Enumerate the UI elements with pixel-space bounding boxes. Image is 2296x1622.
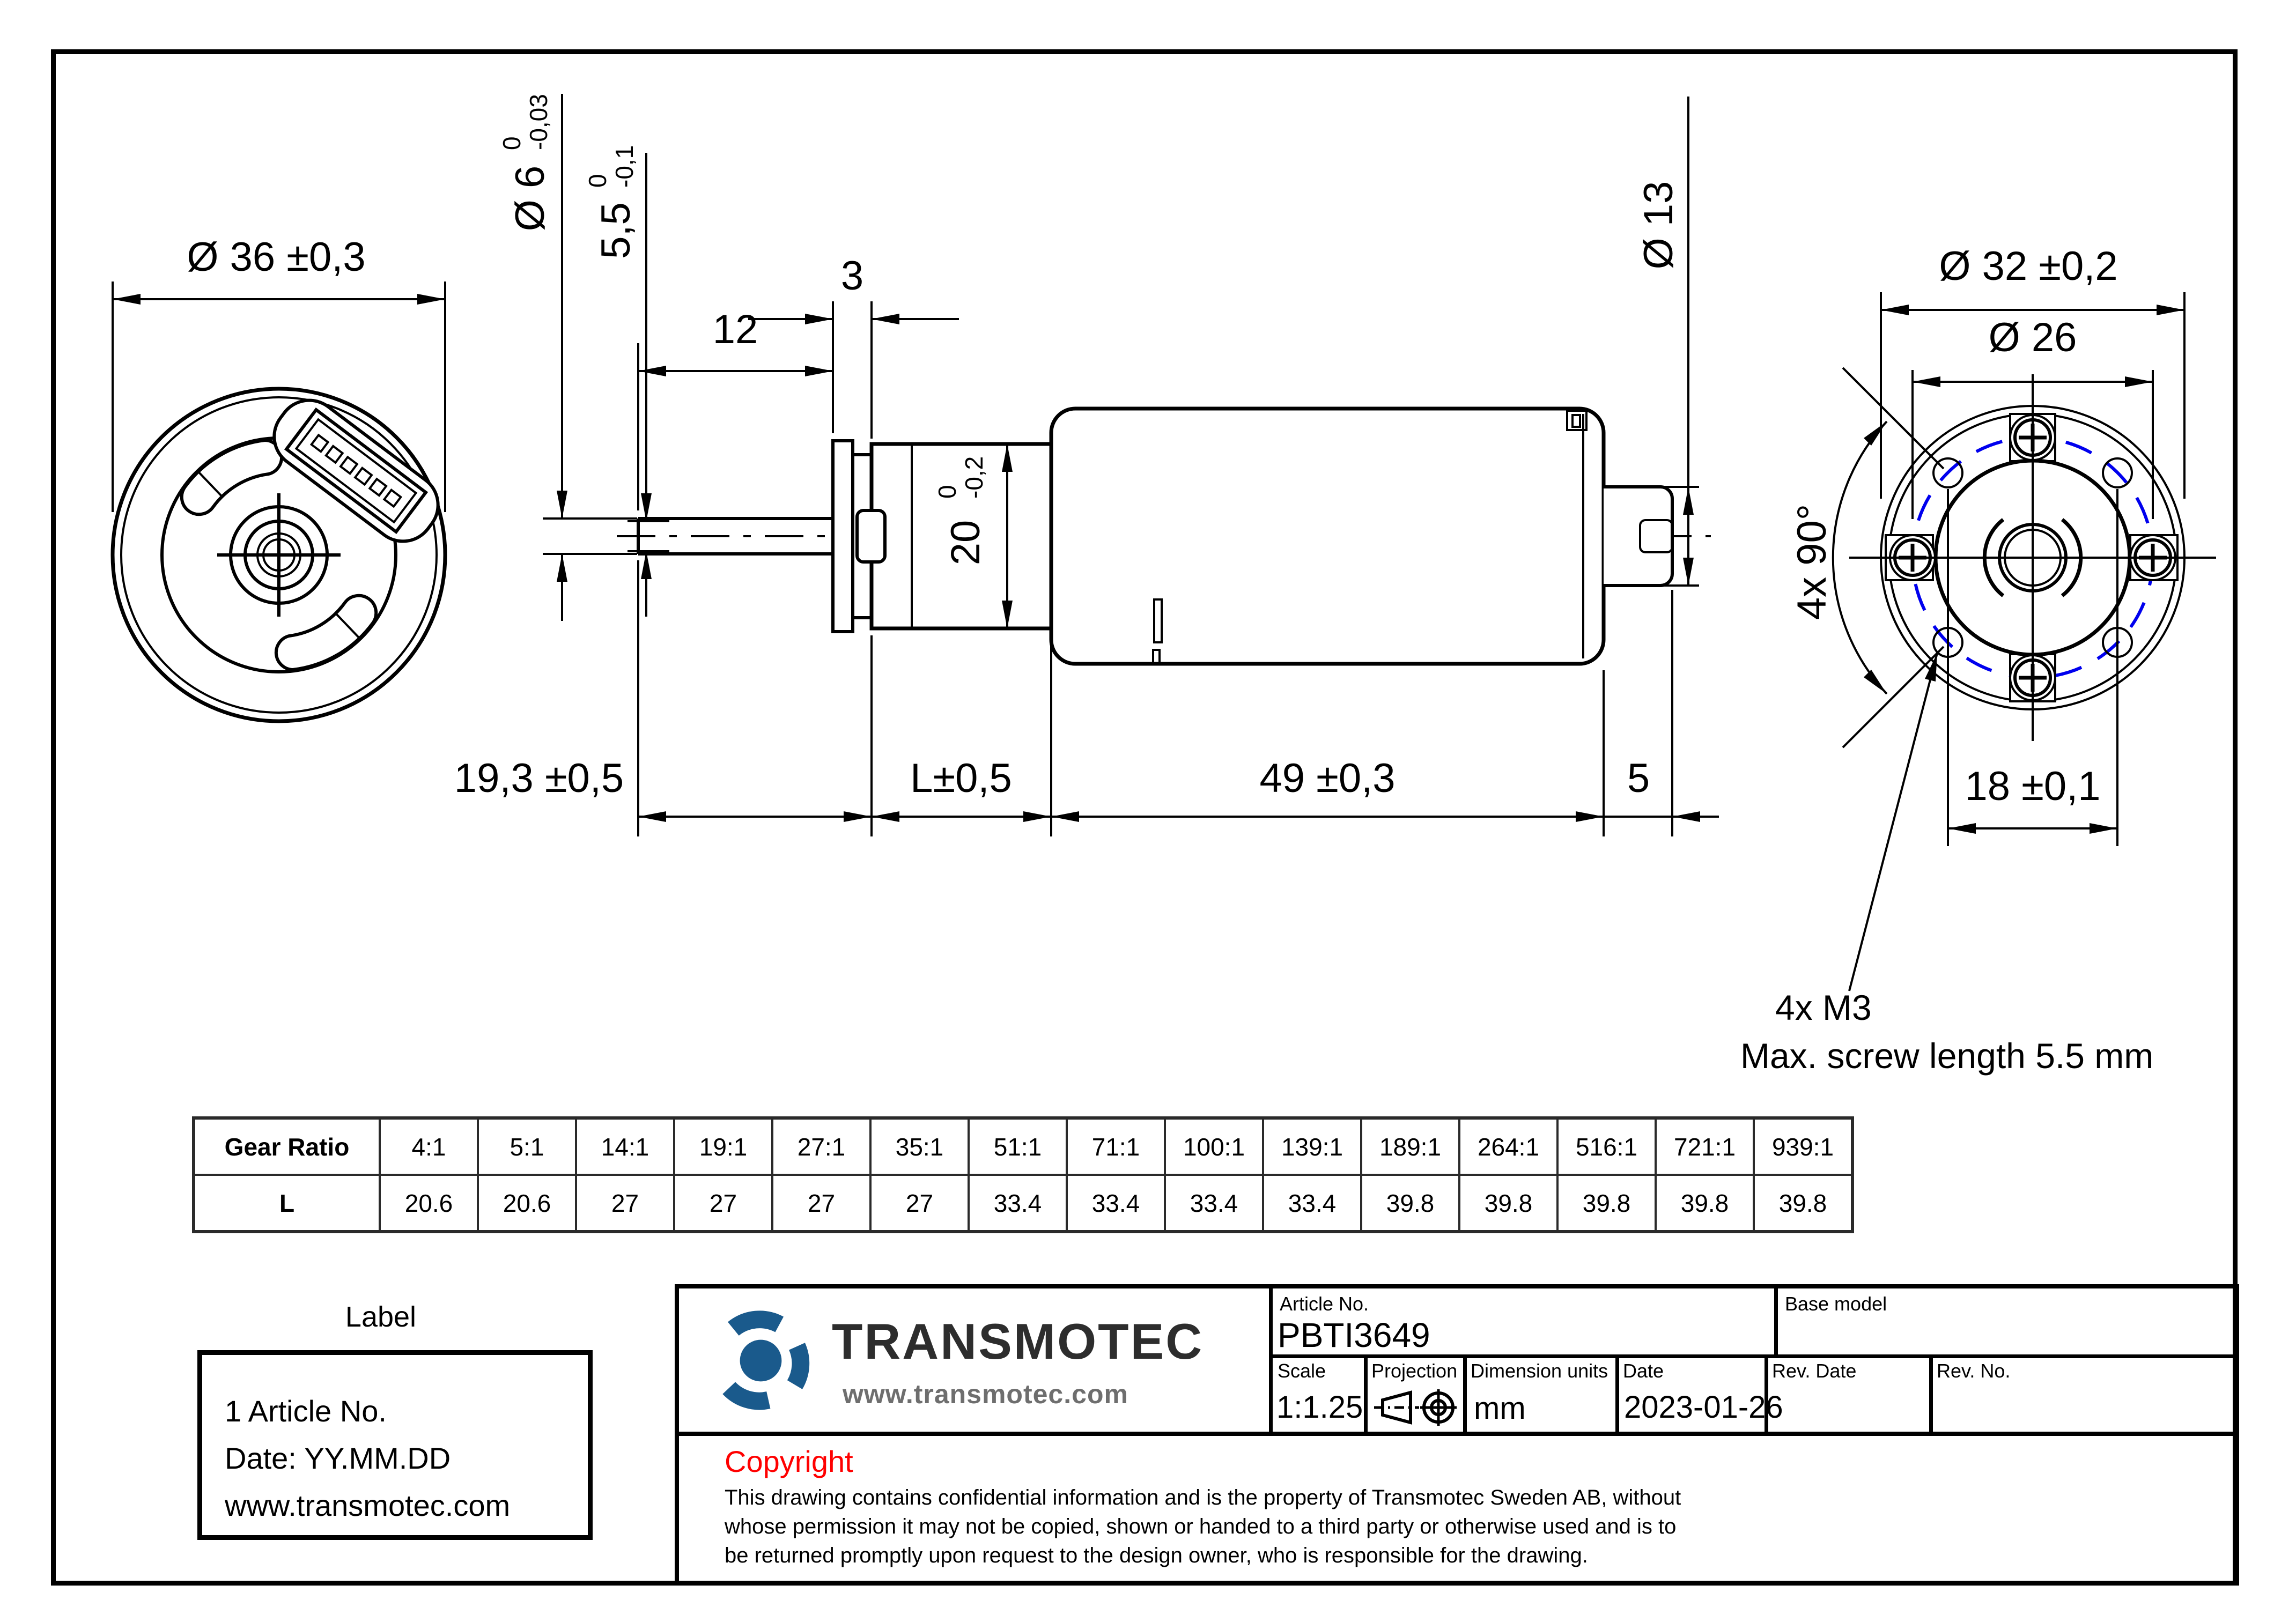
- gear-length-cell: 33.4: [1262, 1174, 1362, 1233]
- connector: [272, 398, 440, 543]
- gear-ratio-cell: 71:1: [1066, 1117, 1166, 1176]
- gear-length-cell: 33.4: [968, 1174, 1068, 1233]
- gear-ratio-cell: 721:1: [1655, 1117, 1755, 1176]
- gear-ratio-cell: 139:1: [1262, 1117, 1362, 1176]
- gear-length-cell: 33.4: [1066, 1174, 1166, 1233]
- dim-label-d193: 19,3 ±0,5: [454, 756, 624, 801]
- gear-length-cell: 27: [771, 1174, 872, 1233]
- dim-label-d18: 18 ±0,1: [1965, 764, 2100, 809]
- brand-website: www.transmotec.com: [843, 1379, 1128, 1409]
- m3-hole: [1932, 457, 1963, 488]
- dim-tol-d55-lower: -0,1: [610, 145, 638, 188]
- gear-length-cell: 39.8: [1753, 1174, 1854, 1233]
- gear-length-cell: 33.4: [1164, 1174, 1264, 1233]
- rear-slot: [180, 438, 284, 516]
- dim-label-d13: Ø 13: [1636, 181, 1681, 270]
- gear-length-cell: 39.8: [1360, 1174, 1460, 1233]
- gear-ratio-cell: 939:1: [1753, 1117, 1854, 1176]
- gear-ratio-header: Gear Ratio: [193, 1117, 381, 1176]
- gear-length-cell: 39.8: [1458, 1174, 1559, 1233]
- gear-length-header: L: [193, 1174, 381, 1233]
- dim-tol-d55-upper: 0: [584, 174, 611, 188]
- dim-label-d32: Ø 32 ±0,2: [1939, 243, 2117, 289]
- article-no-value: PBTI3649: [1278, 1316, 1430, 1354]
- dim-tol-d20-upper: 0: [933, 485, 961, 499]
- rear-view: [110, 387, 447, 723]
- gear-ratio-cell: 264:1: [1458, 1117, 1559, 1176]
- connector-pins: [309, 433, 403, 508]
- gear-length-cell: 20.6: [379, 1174, 479, 1233]
- gear-ratio-cell: 5:1: [477, 1117, 577, 1176]
- date-label: Date: [1623, 1360, 1664, 1382]
- dim-label-d26: Ø 26: [1989, 315, 2077, 360]
- article-no-label: Article No.: [1280, 1293, 1369, 1315]
- rear-slot: [274, 594, 378, 672]
- dim-label-d90: 4x 90°: [1789, 504, 1835, 620]
- gear-ratio-cell: 4:1: [379, 1117, 479, 1176]
- gear-ratio-cell: 189:1: [1360, 1117, 1460, 1176]
- dim-label-d3: 3: [841, 253, 863, 299]
- scale-value: 1:1.25: [1276, 1390, 1363, 1425]
- note-m3-line2: Max. screw length 5.5 mm: [1740, 1036, 2153, 1076]
- label-line-date: Date: YY.MM.DD: [225, 1441, 451, 1475]
- dim-label-d36: Ø 36 ±0,3: [187, 234, 365, 280]
- dimensions: Ø 36 ±0,3 Ø 6 0 -0,03 5,5 0 -0,1: [112, 94, 2186, 1076]
- label-line-article: 1 Article No.: [225, 1394, 387, 1428]
- gear-ratio-cell: 35:1: [869, 1117, 970, 1176]
- gear-length-cell: 20.6: [477, 1174, 577, 1233]
- m3-hole: [2102, 457, 2133, 488]
- first-angle-projection-icon: [1374, 1389, 1457, 1426]
- gear-ratio-cell: 100:1: [1164, 1117, 1264, 1176]
- base-model-label: Base model: [1785, 1293, 1887, 1315]
- label-title: Label: [345, 1301, 417, 1333]
- dim-label-d6: Ø 6: [507, 166, 553, 232]
- dim-label-d12: 12: [713, 307, 758, 352]
- copyright-line: This drawing contains confidential infor…: [725, 1486, 1681, 1509]
- gear-length-cell: 27: [869, 1174, 970, 1233]
- gear-ratio-cell: 516:1: [1556, 1117, 1657, 1176]
- gear-length-cell: 39.8: [1655, 1174, 1755, 1233]
- dim-label-dL: L±0,5: [910, 756, 1012, 801]
- dim-tol-d6-upper: 0: [498, 136, 526, 150]
- units-label: Dimension units: [1471, 1360, 1608, 1382]
- dim-label-d20: 20: [943, 520, 988, 566]
- dim-tol-d20-lower: -0,2: [960, 456, 988, 499]
- gear-ratio-cell: 27:1: [771, 1117, 872, 1176]
- gear-length-cell: 27: [673, 1174, 773, 1233]
- gear-ratio-cell: 19:1: [673, 1117, 773, 1176]
- date-value: 2023-01-26: [1624, 1390, 1783, 1425]
- copyright-title: Copyright: [725, 1445, 853, 1478]
- side-view: [617, 406, 1711, 666]
- dim-label-d5: 5: [1627, 756, 1650, 801]
- label-line-url: www.transmotec.com: [225, 1488, 511, 1522]
- gear-ratio-cell: 51:1: [968, 1117, 1068, 1176]
- transmotec-logo-icon: [722, 1310, 810, 1410]
- projection-label: Projection: [1371, 1360, 1458, 1382]
- title-block: TRANSMOTEC www.transmotec.com Article No…: [675, 1284, 2239, 1586]
- dim-label-d49: 49 ±0,3: [1259, 756, 1395, 801]
- gear-length-cell: 39.8: [1556, 1174, 1657, 1233]
- scale-label: Scale: [1278, 1360, 1326, 1382]
- gear-length-cell: 27: [575, 1174, 675, 1233]
- rev-date-label: Rev. Date: [1772, 1360, 1857, 1382]
- copyright-line: be returned promptly upon request to the…: [725, 1544, 1588, 1567]
- gear-ratio-cell: 14:1: [575, 1117, 675, 1176]
- units-value: mm: [1474, 1391, 1526, 1426]
- dim-tol-d6-lower: -0,03: [525, 94, 552, 150]
- rev-no-label: Rev. No.: [1937, 1360, 2011, 1382]
- note-m3-line1: 4x M3: [1775, 988, 1872, 1027]
- label-box: 1 Article No. Date: YY.MM.DD www.transmo…: [197, 1350, 593, 1540]
- dim-label-d55: 5,5: [593, 202, 639, 259]
- brand-wordmark: TRANSMOTEC: [832, 1313, 1204, 1369]
- copyright-line: whose permission it may not be copied, s…: [725, 1515, 1677, 1538]
